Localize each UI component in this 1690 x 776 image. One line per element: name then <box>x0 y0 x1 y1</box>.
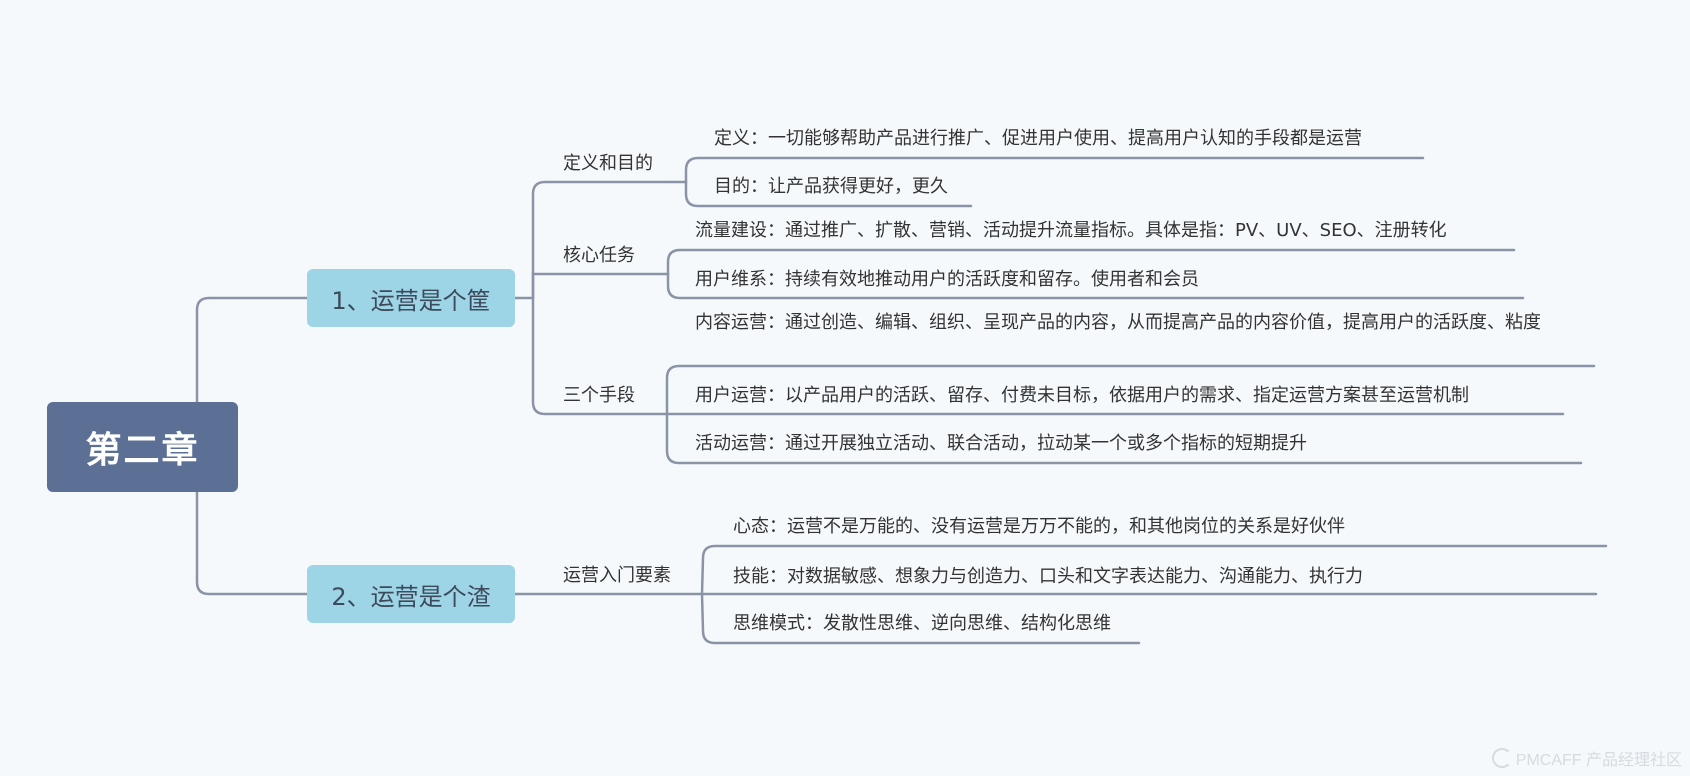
sub-node-three-methods[interactable]: 三个手段 <box>563 385 635 406</box>
pmcaff-logo-icon <box>1491 748 1512 768</box>
leaf-definition[interactable]: 定义：一切能够帮助产品进行推广、促进用户使用、提高用户认知的手段都是运营 <box>714 128 1362 149</box>
leaf-user-retention[interactable]: 用户维系：持续有效地推动用户的活跃度和留存。使用者和会员 <box>695 269 1199 290</box>
connector-line <box>531 296 669 416</box>
leaf-thinking-mode[interactable]: 思维模式：发散性思维、逆向思维、结构化思维 <box>733 613 1111 634</box>
root-node[interactable]: 第二章 <box>47 402 238 492</box>
leaf-traffic-building[interactable]: 流量建设：通过推广、扩散、营销、活动提升流量指标。具体是指：PV、UV、SEO、… <box>695 220 1447 241</box>
watermark: PMCAFF 产品经理社区 <box>1491 746 1682 770</box>
connector-line <box>684 180 973 208</box>
connector-line <box>665 364 1596 416</box>
leaf-activity-operation[interactable]: 活动运营：通过开展独立活动、联合活动，拉动某一个或多个指标的短期提升 <box>695 433 1307 454</box>
connector-line <box>700 592 1141 645</box>
leaf-skills[interactable]: 技能：对数据敏感、想象力与创造力、口头和文字表达能力、沟通能力、执行力 <box>733 566 1363 587</box>
leaf-mindset[interactable]: 心态：运营不是万能的、没有运营是万万不能的，和其他岗位的关系是好伙伴 <box>733 516 1345 537</box>
watermark-text: PMCAFF 产品经理社区 <box>1515 752 1682 769</box>
branch-node-1[interactable]: 1、运营是个筐 <box>307 269 515 327</box>
branch-node-2[interactable]: 2、运营是个渣 <box>307 565 515 623</box>
sub-node-definition-purpose[interactable]: 定义和目的 <box>563 153 653 174</box>
sub-node-core-tasks[interactable]: 核心任务 <box>563 245 635 266</box>
connector-line <box>195 490 309 596</box>
connector-line <box>700 544 1608 596</box>
leaf-content-operation[interactable]: 内容运营：通过创造、编辑、组织、呈现产品的内容，从而提高产品的内容价值，提高用户… <box>695 312 1541 333</box>
leaf-purpose[interactable]: 目的：让产品获得更好，更久 <box>714 176 948 197</box>
connector-line <box>531 180 674 300</box>
connector-line <box>670 156 1425 184</box>
leaf-user-operation[interactable]: 用户运营：以产品用户的活跃、留存、付费未目标，依据用户的需求、指定运营方案甚至运… <box>695 385 1469 406</box>
connector-line <box>665 412 1583 465</box>
sub-node-entry-elements[interactable]: 运营入门要素 <box>563 565 671 586</box>
connector-line <box>195 296 309 404</box>
connector-line <box>666 272 1525 300</box>
connector-line <box>531 272 670 300</box>
connector-line <box>666 248 1516 276</box>
